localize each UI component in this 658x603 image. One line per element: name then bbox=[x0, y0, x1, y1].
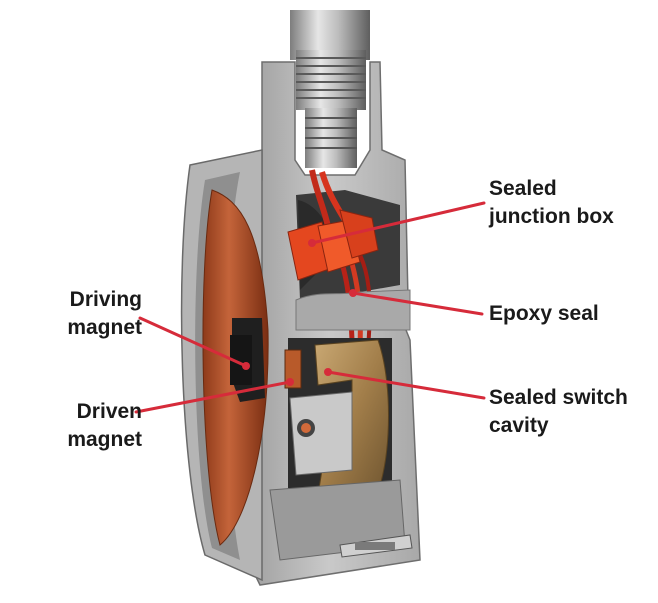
leader-switch-cavity bbox=[326, 370, 486, 400]
leader-dots bbox=[242, 239, 357, 386]
label-line: Sealed switch bbox=[489, 386, 628, 409]
label-line: cavity bbox=[489, 414, 549, 437]
switch-cavity bbox=[284, 338, 392, 496]
lower-housing-details bbox=[269, 479, 413, 561]
label-sealed-junction-box: Sealed junction box bbox=[489, 175, 614, 231]
label-line: Driven bbox=[76, 400, 142, 423]
label-line: Epoxy seal bbox=[489, 302, 599, 325]
leader-driven-magnet bbox=[134, 380, 292, 414]
label-driven-magnet: Driven magnet bbox=[22, 398, 142, 454]
epoxy-seal bbox=[295, 289, 411, 331]
leader-junction-box bbox=[310, 201, 486, 245]
threaded-fitting bbox=[290, 10, 370, 168]
leader-epoxy-seal bbox=[351, 291, 484, 316]
label-sealed-switch-cavity: Sealed switch cavity bbox=[489, 384, 628, 440]
label-epoxy-seal: Epoxy seal bbox=[489, 300, 599, 328]
leader-driving-magnet bbox=[138, 316, 248, 368]
driving-magnet-part bbox=[230, 318, 265, 402]
label-line: magnet bbox=[67, 316, 142, 339]
label-line: junction box bbox=[489, 205, 614, 228]
leader-lines bbox=[134, 201, 486, 414]
label-line: magnet bbox=[67, 428, 142, 451]
label-line: Sealed bbox=[489, 177, 557, 200]
label-line: Driving bbox=[69, 288, 142, 311]
label-driving-magnet: Driving magnet bbox=[22, 286, 142, 342]
wire-connectors bbox=[287, 209, 379, 281]
